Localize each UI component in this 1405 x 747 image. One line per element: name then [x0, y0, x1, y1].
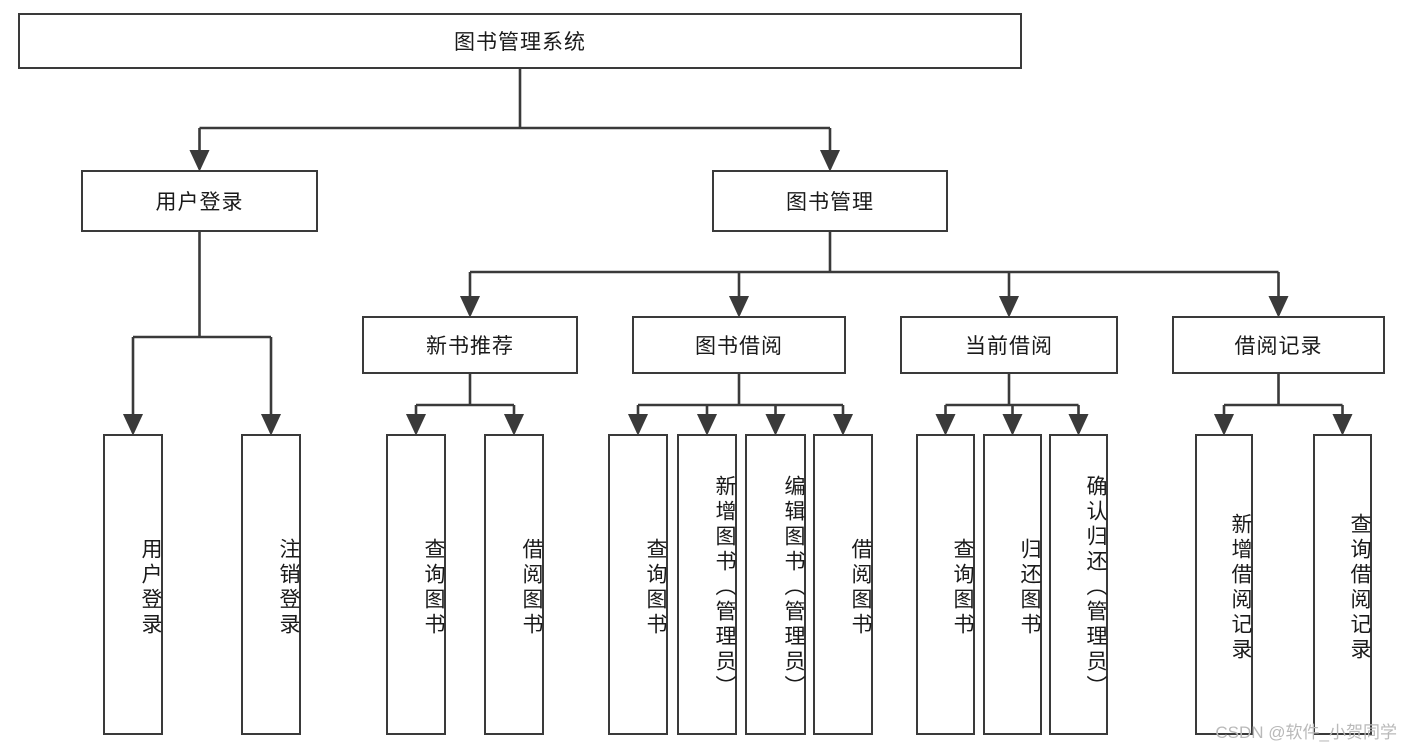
node-r1[interactable]: 新增借阅记录 — [1195, 434, 1253, 735]
node-b4[interactable]: 借阅图书 — [813, 434, 873, 735]
node-label: 查询图书 — [951, 537, 974, 638]
node-label: 图书借阅 — [695, 335, 783, 358]
node-c2[interactable]: 归还图书 — [983, 434, 1042, 735]
node-label: 查询借阅记录 — [1348, 512, 1371, 663]
node-label: 确认归还（管理员） — [1084, 475, 1107, 700]
node-b3[interactable]: 编辑图书（管理员） — [745, 434, 806, 735]
node-l3b[interactable]: 图书借阅 — [632, 316, 846, 374]
node-label: 归还图书 — [1018, 537, 1041, 638]
node-l3a[interactable]: 新书推荐 — [362, 316, 578, 374]
node-l3c[interactable]: 当前借阅 — [900, 316, 1118, 374]
node-u1[interactable]: 用户登录 — [103, 434, 163, 735]
node-label: 查询图书 — [422, 537, 445, 638]
node-label: 注销登录 — [277, 537, 300, 638]
node-label: 新增借阅记录 — [1229, 512, 1252, 663]
node-b1[interactable]: 查询图书 — [608, 434, 668, 735]
node-n2[interactable]: 借阅图书 — [484, 434, 544, 735]
node-c3[interactable]: 确认归还（管理员） — [1049, 434, 1108, 735]
node-root[interactable]: 图书管理系统 — [18, 13, 1022, 69]
node-label: 借阅图书 — [520, 537, 543, 638]
node-label: 编辑图书（管理员） — [782, 475, 805, 700]
node-n1[interactable]: 查询图书 — [386, 434, 446, 735]
node-u2[interactable]: 注销登录 — [241, 434, 301, 735]
node-l3d[interactable]: 借阅记录 — [1172, 316, 1385, 374]
node-label: 用户登录 — [155, 191, 244, 214]
node-l2a[interactable]: 用户登录 — [81, 170, 318, 232]
node-label: 用户登录 — [139, 537, 162, 638]
node-label: 查询图书 — [644, 537, 667, 638]
node-l2b[interactable]: 图书管理 — [712, 170, 948, 232]
node-label: 借阅记录 — [1234, 335, 1323, 358]
node-label: 图书管理 — [786, 191, 874, 214]
node-b2[interactable]: 新增图书（管理员） — [677, 434, 737, 735]
node-label: 新书推荐 — [426, 335, 514, 358]
csdn-watermark: CSDN @软件_小贺同学 — [1215, 723, 1397, 742]
node-label: 新增图书（管理员） — [713, 475, 736, 700]
node-c1[interactable]: 查询图书 — [916, 434, 975, 735]
node-label: 图书管理系统 — [454, 31, 586, 54]
node-label: 当前借阅 — [965, 335, 1053, 358]
node-r2[interactable]: 查询借阅记录 — [1313, 434, 1372, 735]
node-label: 借阅图书 — [849, 537, 872, 638]
